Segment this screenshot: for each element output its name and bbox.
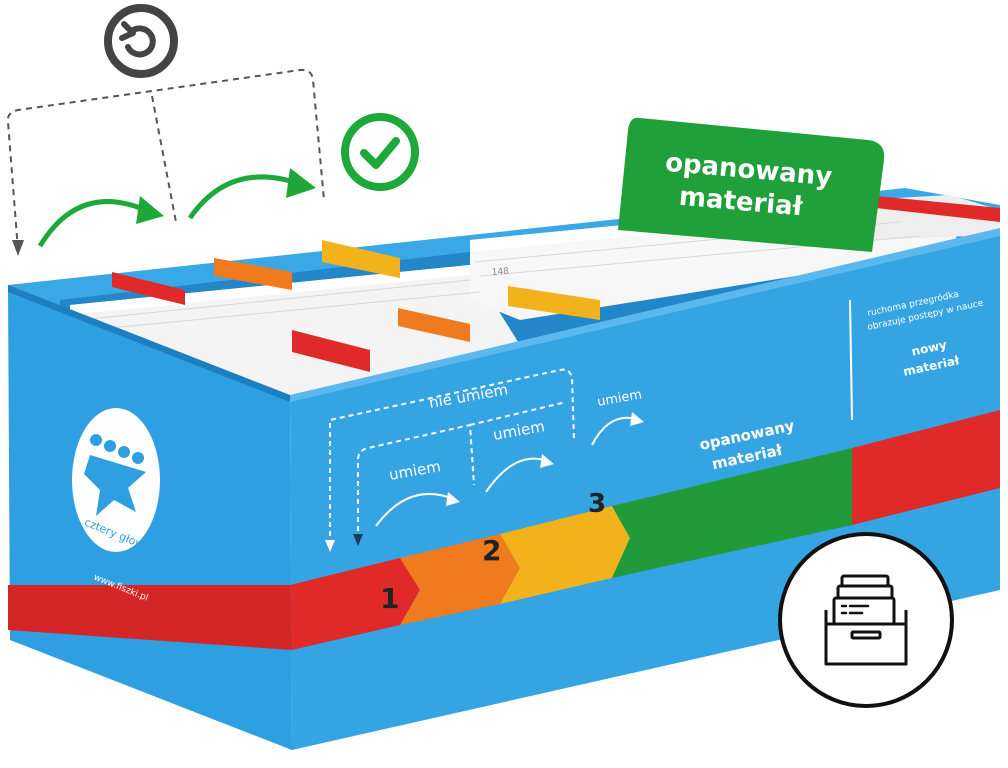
undo-icon <box>104 4 178 78</box>
band-yellow <box>500 506 630 604</box>
dashed-move-diagram <box>6 68 325 251</box>
card-number-label: 148 <box>491 267 509 278</box>
printed-diagram <box>329 368 575 545</box>
green-arrow-2 <box>187 168 316 220</box>
tab-red-right <box>876 196 1000 222</box>
side-note-divider <box>849 299 853 421</box>
brand-logo: cztery głowy <box>72 408 160 554</box>
band-green <box>612 448 852 578</box>
tab-markers <box>112 196 1000 372</box>
tab-orange-mid <box>398 308 470 342</box>
dashed-arrow-head <box>12 240 24 256</box>
section-number-1: 1 <box>380 582 399 615</box>
band-red <box>290 558 420 650</box>
tab-red-far <box>112 272 185 305</box>
section-number-3: 3 <box>588 489 606 519</box>
check-circle-icon <box>341 113 419 191</box>
divider-card: opanowany materiał <box>618 117 885 252</box>
card-box-icon <box>778 532 954 708</box>
band-red-right <box>852 410 1000 525</box>
green-arrow-1 <box>37 196 164 248</box>
tab-yellow-far <box>322 240 400 278</box>
tab-orange-far <box>214 258 292 290</box>
tab-yellow-right <box>508 286 600 320</box>
tab-red-near <box>292 330 370 372</box>
section-number-2: 2 <box>482 534 501 567</box>
box-front-top-edge <box>290 228 1000 402</box>
band-orange <box>400 534 520 625</box>
box-left-end-top-edge <box>8 285 290 402</box>
printed-diagram-arrowheads <box>325 412 644 552</box>
band-left-red <box>8 585 292 650</box>
progress-band <box>8 410 1000 650</box>
